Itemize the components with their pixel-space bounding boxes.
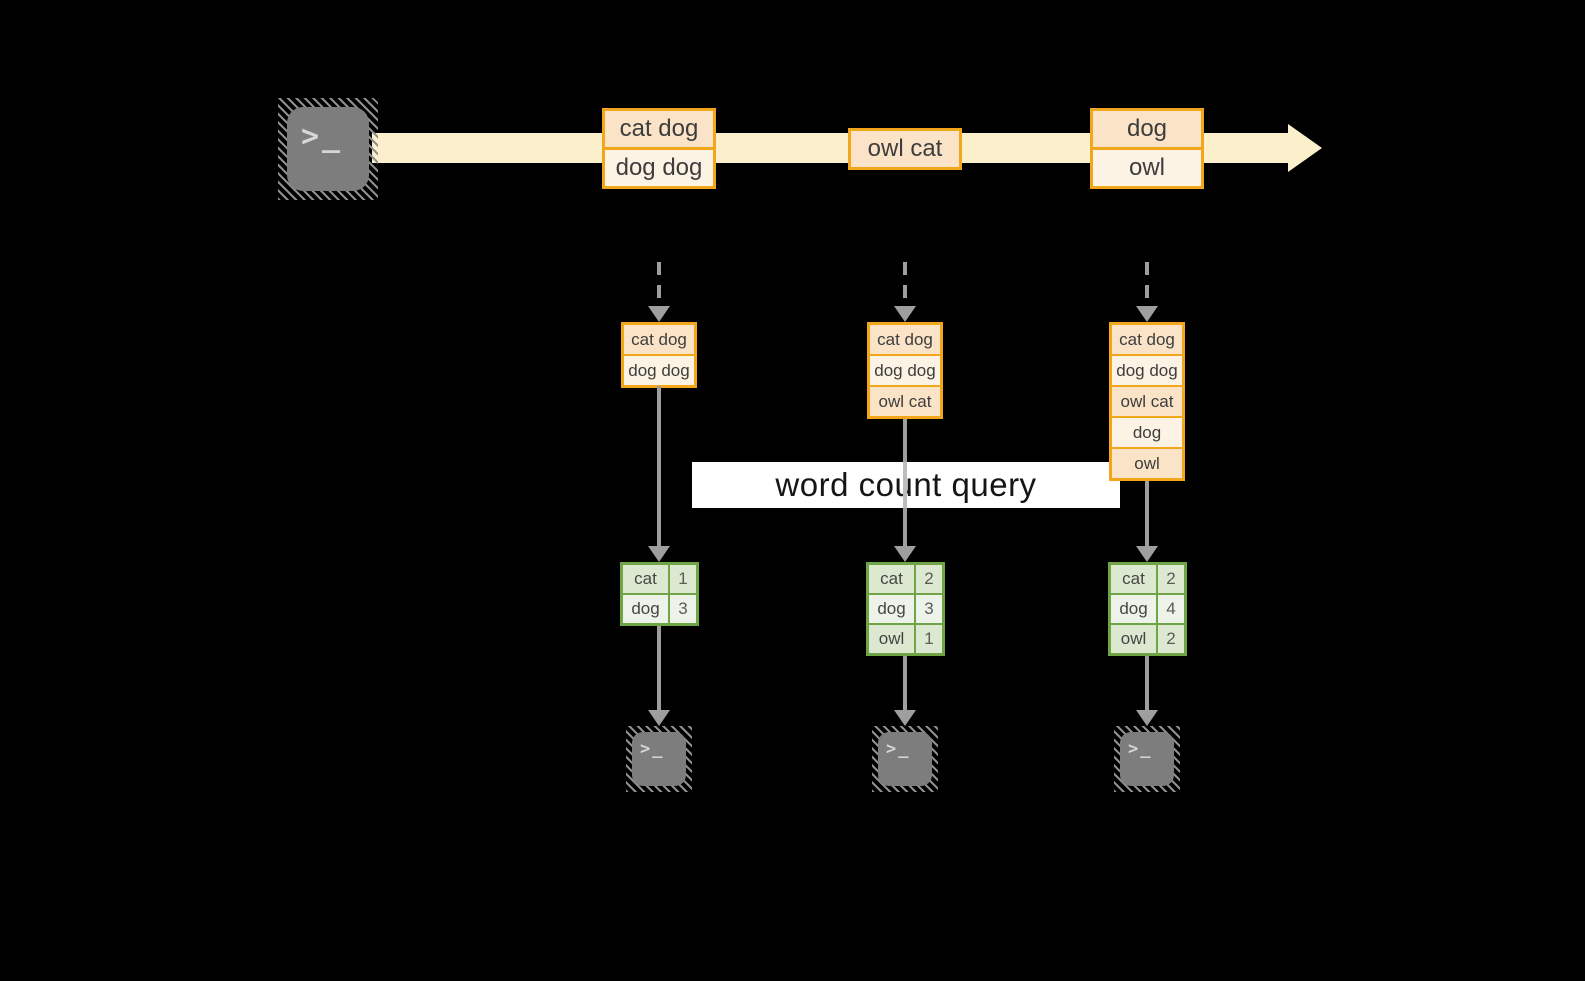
accumulated-state-box-1: cat dog dog dog [621, 322, 697, 388]
count-row: dog 3 [869, 593, 942, 623]
state-cell: dog dog [870, 354, 940, 385]
source-terminal-icon: >_ [278, 98, 378, 200]
terminal-screen: >_ [1120, 732, 1174, 786]
stream-batch-2: owl cat [848, 128, 962, 170]
flow-arrow-1 [657, 386, 661, 546]
count-row: owl 1 [869, 623, 942, 653]
terminal-prompt-icon: >_ [1128, 739, 1153, 759]
arrowhead-icon [894, 306, 916, 322]
output-terminal-icon-2: >_ [872, 726, 938, 792]
flow-arrow-3 [1145, 481, 1149, 546]
count-value: 1 [924, 629, 934, 648]
count-row: cat 1 [623, 565, 696, 593]
ingest-dashed-arrow-3 [1145, 262, 1149, 306]
state-cell: cat dog [870, 325, 940, 354]
terminal-prompt-icon: >_ [640, 739, 665, 759]
arrowhead-icon [648, 546, 670, 562]
arrowhead-icon [894, 710, 916, 726]
output-arrow-1 [657, 626, 661, 710]
accumulated-state-box-2: cat dog dog dog owl cat [867, 322, 943, 419]
terminal-screen: >_ [287, 107, 369, 191]
arrowhead-icon [894, 546, 916, 562]
state-cell: cat dog [624, 325, 694, 354]
terminal-prompt-icon: >_ [301, 119, 344, 154]
stream-batch-1: cat dog dog dog [602, 108, 716, 189]
word-count-table-3: cat 2 dog 4 owl 2 [1108, 562, 1187, 656]
stream-batch-3: dog owl [1090, 108, 1204, 189]
word-label: dog [1111, 595, 1158, 623]
count-row: cat 2 [869, 565, 942, 593]
count-row: dog 4 [1111, 593, 1184, 623]
state-cell: cat dog [1112, 325, 1182, 354]
output-arrow-3 [1145, 656, 1149, 710]
count-value: 2 [1166, 629, 1176, 648]
ingest-dashed-arrow-2 [903, 262, 907, 306]
word-label: owl [869, 625, 916, 653]
count-value: 2 [924, 569, 934, 588]
batch-cell: owl cat [851, 131, 959, 167]
state-cell: dog dog [1112, 354, 1182, 385]
flow-line-overlay [903, 462, 907, 508]
word-label: owl [1111, 625, 1158, 653]
arrowhead-icon [1136, 306, 1158, 322]
state-cell: dog [1112, 416, 1182, 447]
word-count-table-2: cat 2 dog 3 owl 1 [866, 562, 945, 656]
count-value: 4 [1166, 599, 1176, 618]
count-row: dog 3 [623, 593, 696, 623]
count-row: owl 2 [1111, 623, 1184, 653]
count-value: 1 [678, 569, 688, 588]
state-cell: owl cat [1112, 385, 1182, 416]
batch-cell: dog dog [605, 147, 713, 186]
terminal-prompt-icon: >_ [886, 739, 911, 759]
state-cell: dog dog [624, 354, 694, 385]
output-arrow-2 [903, 656, 907, 710]
word-label: dog [623, 595, 670, 623]
batch-cell: owl [1093, 147, 1201, 186]
word-label: dog [869, 595, 916, 623]
batch-cell: dog [1093, 111, 1201, 147]
output-terminal-icon-1: >_ [626, 726, 692, 792]
word-label: cat [1111, 565, 1158, 593]
output-terminal-icon-3: >_ [1114, 726, 1180, 792]
count-value: 3 [678, 599, 688, 618]
terminal-screen: >_ [878, 732, 932, 786]
word-count-table-1: cat 1 dog 3 [620, 562, 699, 626]
ingest-dashed-arrow-1 [657, 262, 661, 306]
word-label: cat [869, 565, 916, 593]
count-value: 2 [1166, 569, 1176, 588]
arrowhead-icon [1136, 546, 1158, 562]
stream-arrowhead-icon [1288, 124, 1322, 172]
arrowhead-icon [1136, 710, 1158, 726]
word-label: cat [623, 565, 670, 593]
accumulated-state-box-3: cat dog dog dog owl cat dog owl [1109, 322, 1185, 481]
arrowhead-icon [648, 710, 670, 726]
state-cell: owl cat [870, 385, 940, 416]
state-cell: owl [1112, 447, 1182, 478]
batch-cell: cat dog [605, 111, 713, 147]
terminal-screen: >_ [632, 732, 686, 786]
arrowhead-icon [648, 306, 670, 322]
count-value: 3 [924, 599, 934, 618]
count-row: cat 2 [1111, 565, 1184, 593]
